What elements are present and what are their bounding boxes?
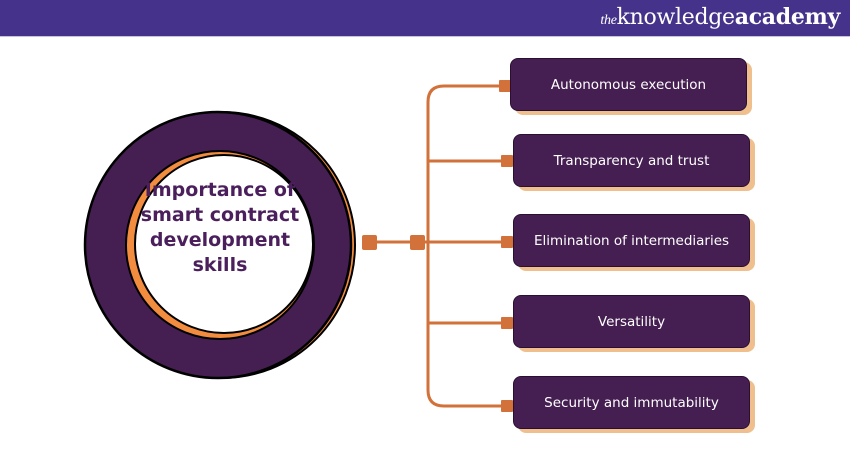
node-branch-3 bbox=[501, 236, 513, 248]
branch-box-transparency-trust: Transparency and trust bbox=[513, 134, 750, 187]
branch-label: Security and immutability bbox=[544, 394, 719, 411]
node-trunk bbox=[410, 235, 425, 250]
center-title: Importance of smart contract development… bbox=[140, 179, 300, 276]
header-bar: theknowledgeacademy bbox=[0, 0, 850, 37]
connector-lines bbox=[370, 84, 505, 408]
logo-prefix: the bbox=[600, 13, 617, 28]
brand-logo[interactable]: theknowledgeacademy bbox=[600, 4, 840, 30]
logo-word-knowledge: knowledge bbox=[616, 5, 735, 30]
branch-box-autonomous-execution: Autonomous execution bbox=[510, 58, 747, 111]
node-branch-2 bbox=[501, 155, 513, 167]
node-branch-4 bbox=[501, 317, 513, 329]
branch-box-versatility: Versatility bbox=[513, 295, 750, 348]
branch-box-elimination-intermediaries: Elimination of intermediaries bbox=[513, 214, 750, 267]
connector-nodes bbox=[362, 80, 513, 412]
node-branch-5 bbox=[501, 400, 513, 412]
branch-label: Versatility bbox=[597, 313, 666, 330]
spine-line bbox=[426, 84, 445, 408]
node-ring bbox=[362, 235, 377, 250]
branch-label: Transparency and trust bbox=[553, 152, 710, 169]
node-branch-1 bbox=[499, 80, 511, 92]
branch-label: Autonomous execution bbox=[550, 76, 707, 93]
branch-box-security-immutability: Security and immutability bbox=[513, 376, 750, 429]
inner-circle bbox=[134, 154, 314, 334]
logo-word-academy: academy bbox=[734, 4, 841, 30]
branch-label: Elimination of intermediaries bbox=[533, 232, 730, 249]
